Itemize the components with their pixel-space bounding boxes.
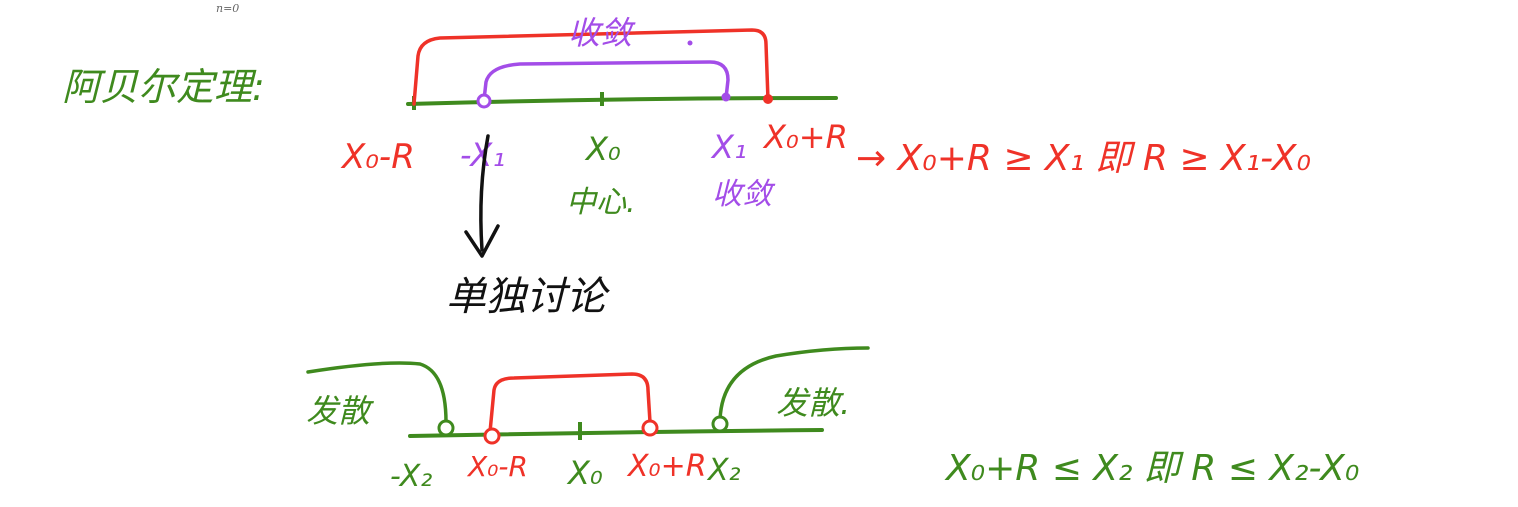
lower-label-x0-minus-r: X₀-R: [466, 450, 528, 483]
lower-label-x0: X₀: [566, 454, 603, 492]
red-endpoint-dot: [763, 94, 773, 104]
neg-x2-point: [437, 419, 455, 437]
theorem-title: 阿贝尔定理:: [62, 65, 265, 109]
label-x1: X₁: [710, 128, 747, 166]
purple-interval-bracket: [482, 60, 730, 102]
lower-label-x0-plus-r: X₀+R: [626, 449, 707, 484]
center-label: 中心.: [566, 185, 636, 220]
red-interval-bracket: [412, 28, 770, 106]
label-x0-plus-r: X₀+R: [762, 118, 848, 156]
upper-number-line: [406, 96, 838, 106]
right-diverge-arc: [718, 346, 870, 422]
down-arrow-shaft: [479, 134, 490, 252]
x0-minus-r-point: [483, 427, 501, 445]
left-diverge-label: 发散: [306, 392, 374, 430]
down-arrow-head: [464, 224, 500, 258]
lower-label-x2: X₂: [706, 453, 741, 488]
top-note: n=0: [216, 2, 239, 15]
separate-discussion-label: 单独讨论: [446, 274, 610, 320]
purple-dot-mark: [687, 40, 693, 46]
left-diverge-arc: [306, 361, 448, 424]
right-diverge-label: 发散.: [776, 384, 850, 422]
lower-inequality: X₀+R ≤ X₂ 即 R ≤ X₂-X₀: [944, 448, 1359, 489]
lower-label-neg-x2: -X₂: [390, 459, 432, 494]
x2-point: [711, 415, 729, 433]
lower-red-bracket: [488, 372, 652, 434]
neg-x1-open-point: [476, 93, 492, 109]
x1-converge-label: 收敛: [712, 177, 776, 212]
label-x0-minus-r: X₀-R: [340, 137, 415, 177]
x1-point: [721, 92, 731, 102]
upper-inequality: → X₀+R ≥ X₁ 即 R ≥ X₁-X₀: [856, 138, 1311, 179]
purple-converge-label: 收敛: [568, 14, 636, 52]
label-x0: X₀: [584, 130, 621, 168]
x0-plus-r-point: [641, 419, 659, 437]
lower-number-line: [408, 428, 824, 438]
